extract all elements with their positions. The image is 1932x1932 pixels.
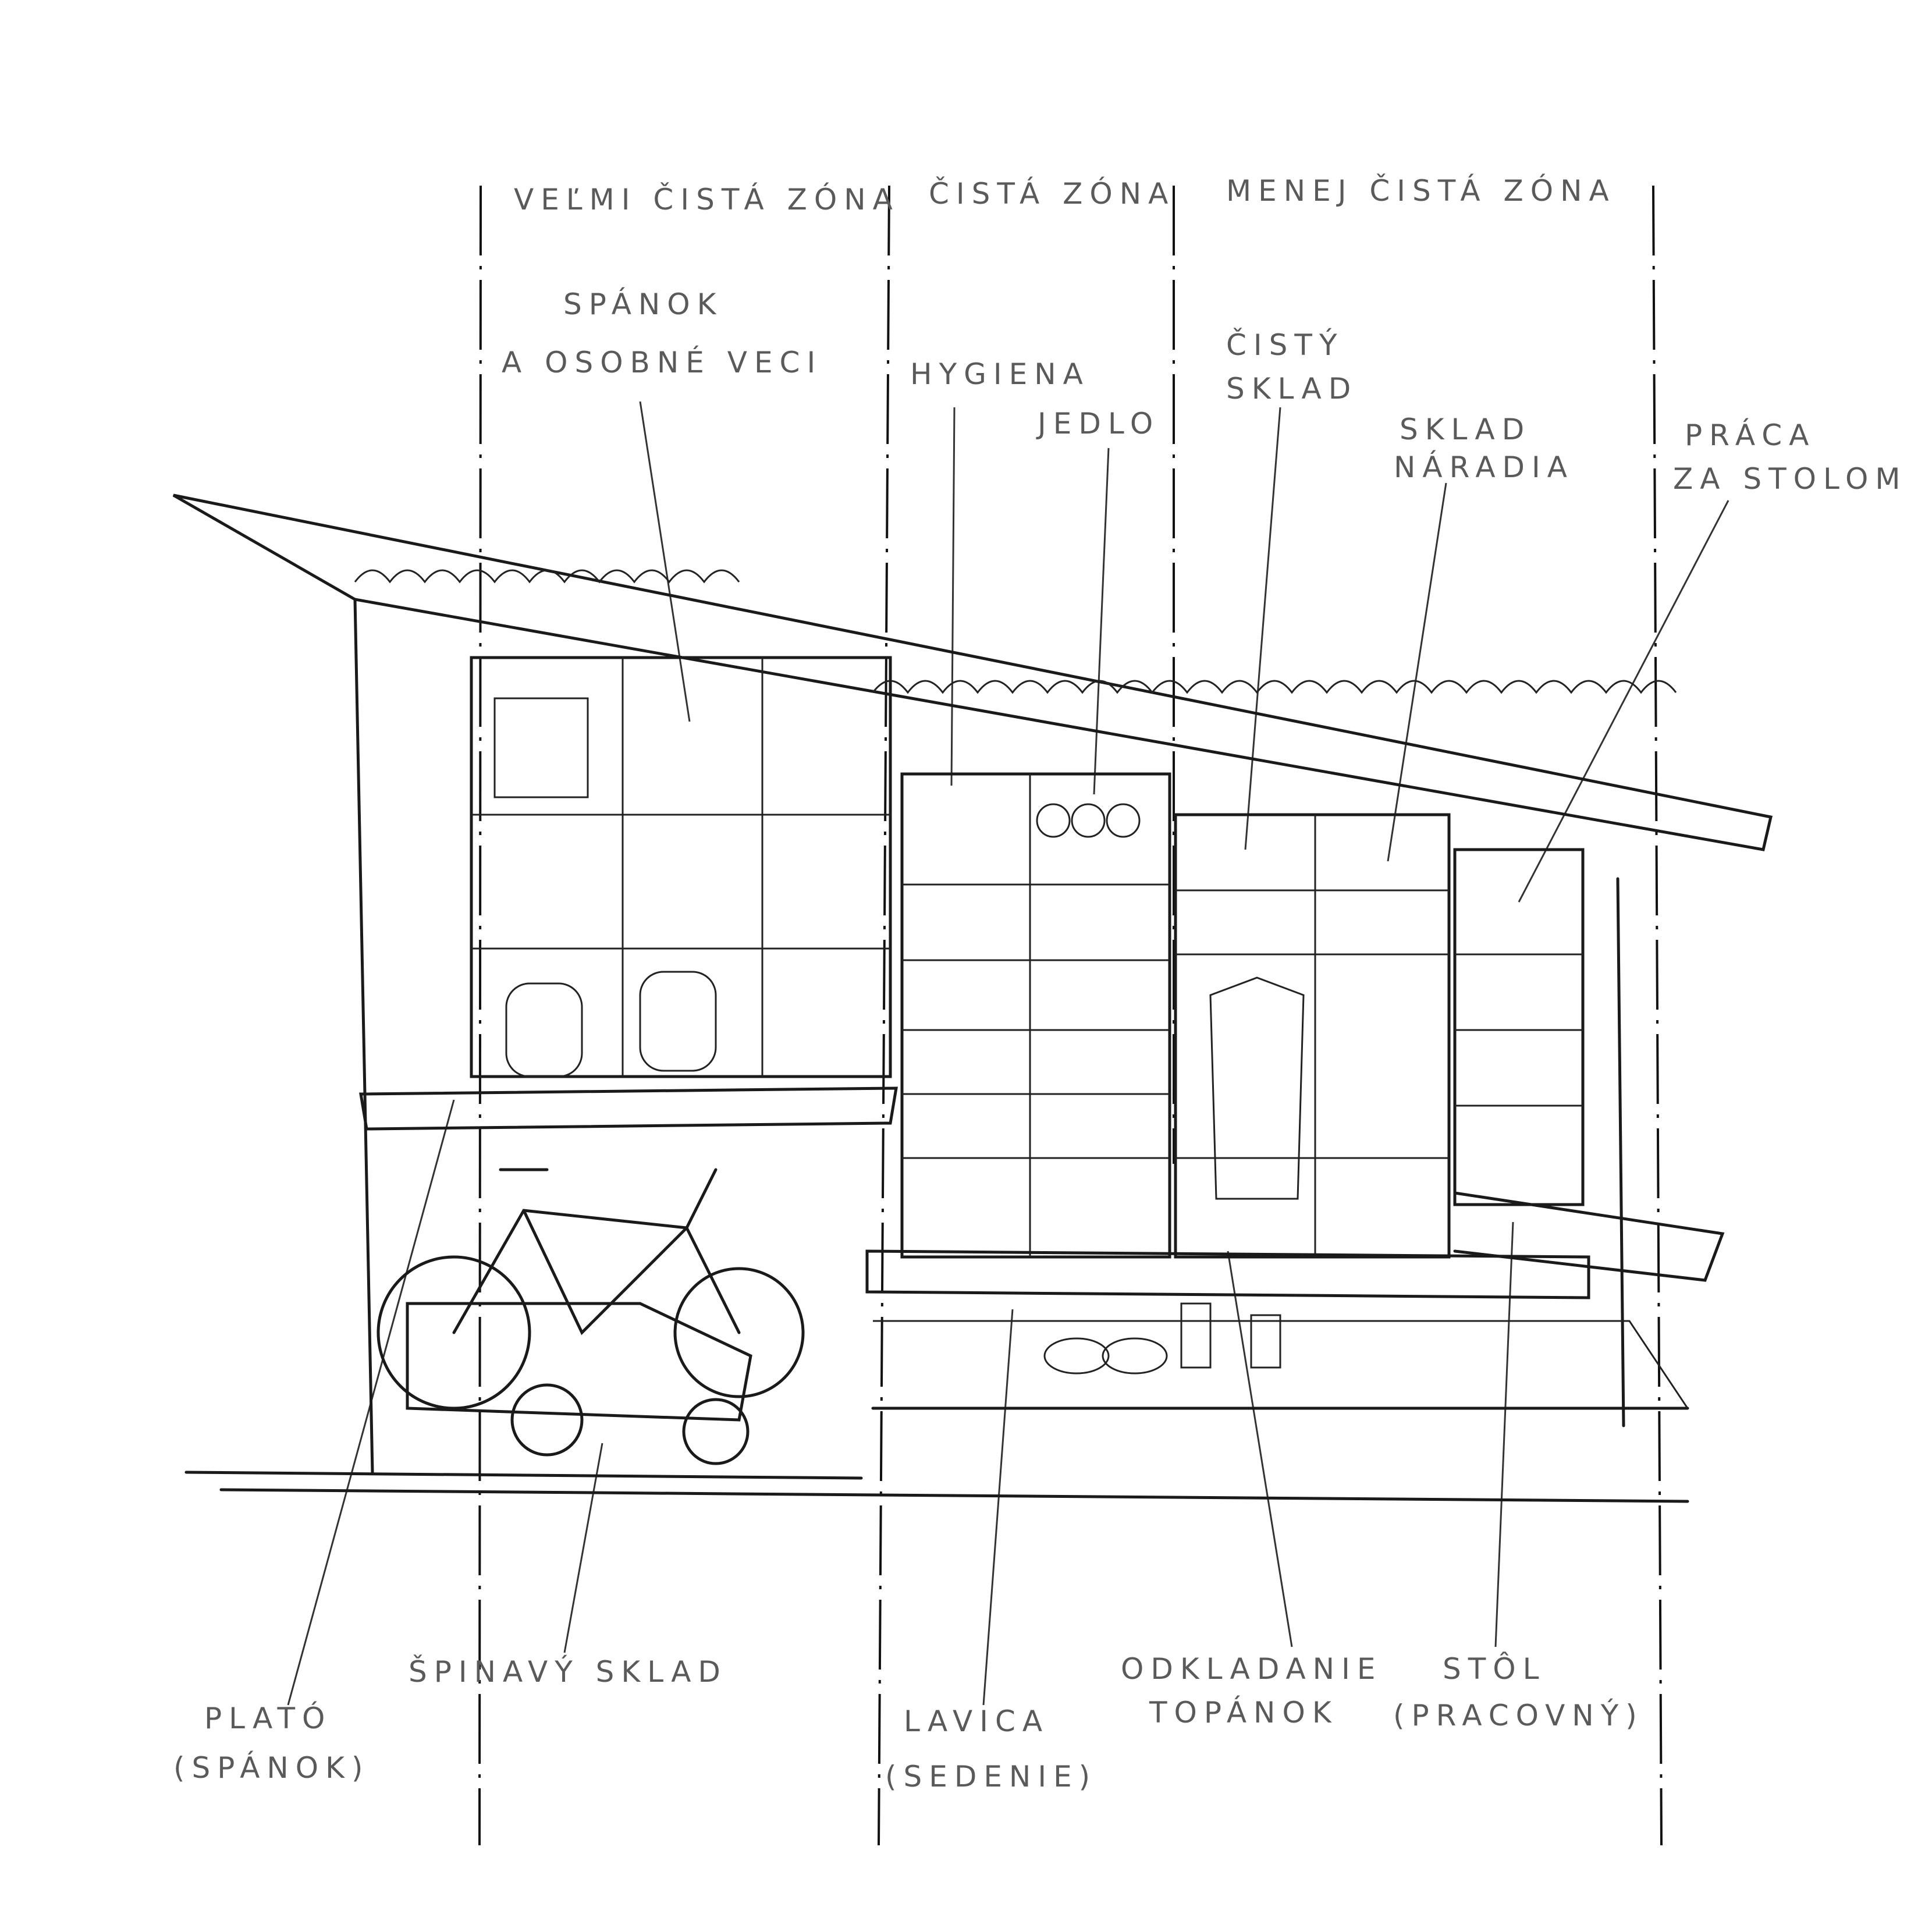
jar-icon [1106,803,1141,838]
bike-trailer [406,1302,752,1465]
trailer-body [406,1302,752,1422]
shelf-boards [471,658,1583,1257]
label-bench: LAVICA [904,1704,1049,1738]
boot-icon [1250,1314,1281,1369]
backpack-icon [639,971,717,1072]
label-tools-2: NÁRADIA [1394,450,1574,484]
trailer-wheel [682,1398,750,1465]
bench [865,1249,1590,1299]
label-clean-storage-2: SKLAD [1226,372,1358,406]
leader-hygiene [950,407,956,786]
label-personal-items: A OSOBNÉ VECI [502,345,822,379]
trailer-wheel [510,1383,584,1457]
label-plateau: PLATÓ [204,1701,332,1735]
shelf-unit-storage-tools [1174,813,1451,1259]
label-plateau-sleep: (SPÁNOK) [173,1750,370,1785]
label-clean-storage-1: ČISTÝ [1226,328,1344,362]
shelf-unit-work [1453,848,1585,1206]
leader-work [1518,500,1729,903]
cabin-drawing [172,493,1773,1503]
pillow-icon [493,697,589,798]
shoes [1043,1302,1281,1375]
zone-dividers [478,185,1663,1846]
bicycle-wheel [377,1255,531,1410]
jar-icon [1071,803,1106,838]
label-shoes-1: ODKLADANIE [1121,1652,1382,1686]
backpack-icon [505,982,583,1078]
zone-divider-2 [878,185,890,1846]
coat-icon [1209,976,1305,1200]
shelf-unit-sleep [470,656,892,1078]
label-food: JEDLO [1036,407,1160,441]
shelving [470,656,1585,1259]
leader-clean-storage [1244,407,1281,850]
label-sleep: SPÁNOK [563,287,723,321]
shoe-icon [1102,1337,1168,1375]
leader-tools [1387,482,1447,862]
bicycle [377,1168,805,1410]
jar-icon [1036,803,1071,838]
desk [1453,1191,1725,1282]
left-wall [353,598,374,1474]
bicycle-wheel [673,1267,805,1398]
right-post [1616,877,1625,1427]
shelf-unit-hygiene-food [900,772,1171,1259]
label-desk: STÔL [1443,1652,1546,1686]
leader-sleep [639,401,691,722]
zone-label-less-clean: MENEJ ČISTÁ ZÓNA [1226,173,1616,208]
leader-desk [1494,1221,1514,1647]
zone-divider-1 [478,185,482,1846]
plateau [359,1086,898,1131]
leader-food [1093,448,1110,795]
zone-label-very-clean: VEĽMI ČISTÁ ZÓNA [514,182,900,216]
zone-label-clean: ČISTÁ ZÓNA [929,176,1175,211]
label-hygiene: HYGIENA [910,357,1090,391]
leader-lines [287,401,1729,1706]
shoe-icon [1043,1337,1110,1375]
gravel-floor [873,1320,1689,1409]
roof-truss [354,569,1677,694]
label-bench-seating: (SEDENIE) [885,1760,1097,1794]
leader-bench [982,1309,1014,1706]
ground-line [184,1407,1689,1503]
label-work-2: ZA STOLOM [1673,462,1908,496]
label-dirty-storage: ŠPINAVÝ SKLAD [409,1654,727,1689]
roof [172,493,1773,851]
zone-divider-4 [1652,185,1663,1846]
boot-icon [1180,1302,1212,1369]
label-desk-work: (PRACOVNÝ) [1393,1698,1644,1732]
label-work-1: PRÁCA [1685,418,1816,452]
label-tools-1: SKLAD [1400,413,1531,446]
leader-dirty-storage [563,1443,603,1653]
label-shoes-2: TOPÁNOK [1149,1695,1338,1729]
bicycle-frame [452,1168,741,1336]
leader-shoes [1227,1251,1293,1647]
